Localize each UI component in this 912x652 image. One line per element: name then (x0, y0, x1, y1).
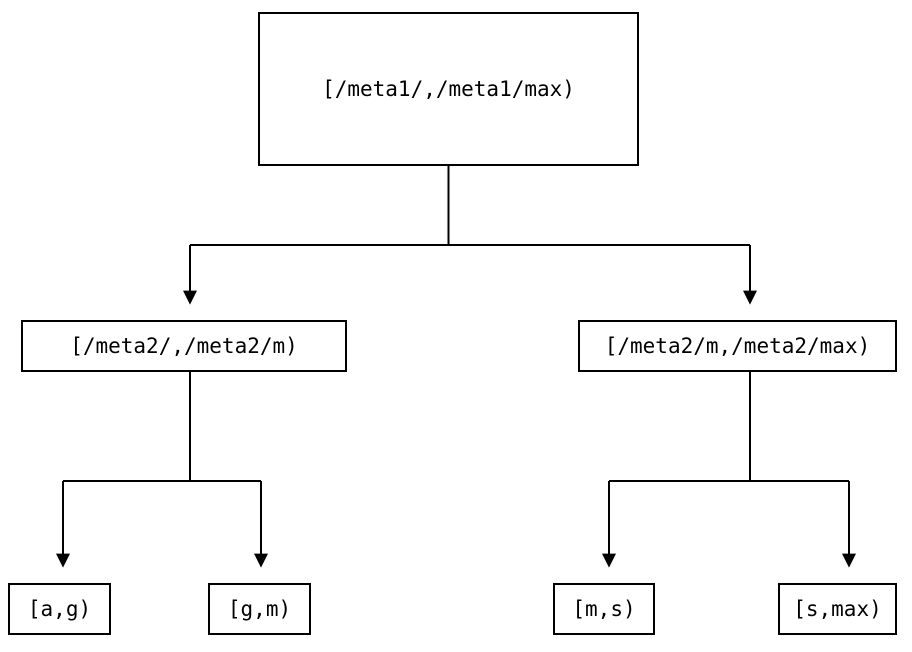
node-leaf-g-m-label: [g,m) (227, 596, 292, 621)
node-root-label: [/meta1/,/meta1/max) (322, 76, 575, 101)
node-leaf-s-max-label: [s,max) (793, 596, 882, 621)
node-meta2-low-label: [/meta2/,/meta2/m) (70, 333, 298, 358)
node-root-meta1-range[interactable]: [/meta1/,/meta1/max) (258, 12, 639, 166)
node-leaf-a-g[interactable]: [a,g) (8, 583, 111, 635)
node-meta2-low-range[interactable]: [/meta2/,/meta2/m) (21, 320, 347, 372)
edge-root-to-meta2-low (183, 166, 750, 305)
edge-meta2-low-to-leaf-ag (56, 372, 261, 568)
node-leaf-s-max[interactable]: [s,max) (778, 583, 897, 635)
node-leaf-g-m[interactable]: [g,m) (208, 583, 311, 635)
node-leaf-m-s[interactable]: [m,s) (553, 583, 655, 635)
node-leaf-a-g-label: [a,g) (27, 596, 92, 621)
node-leaf-m-s-label: [m,s) (572, 596, 636, 621)
node-meta2-high-range[interactable]: [/meta2/m,/meta2/max) (578, 320, 897, 372)
node-meta2-high-label: [/meta2/m,/meta2/max) (604, 333, 871, 358)
edge-meta2-high-to-leaf-ms (602, 372, 849, 568)
